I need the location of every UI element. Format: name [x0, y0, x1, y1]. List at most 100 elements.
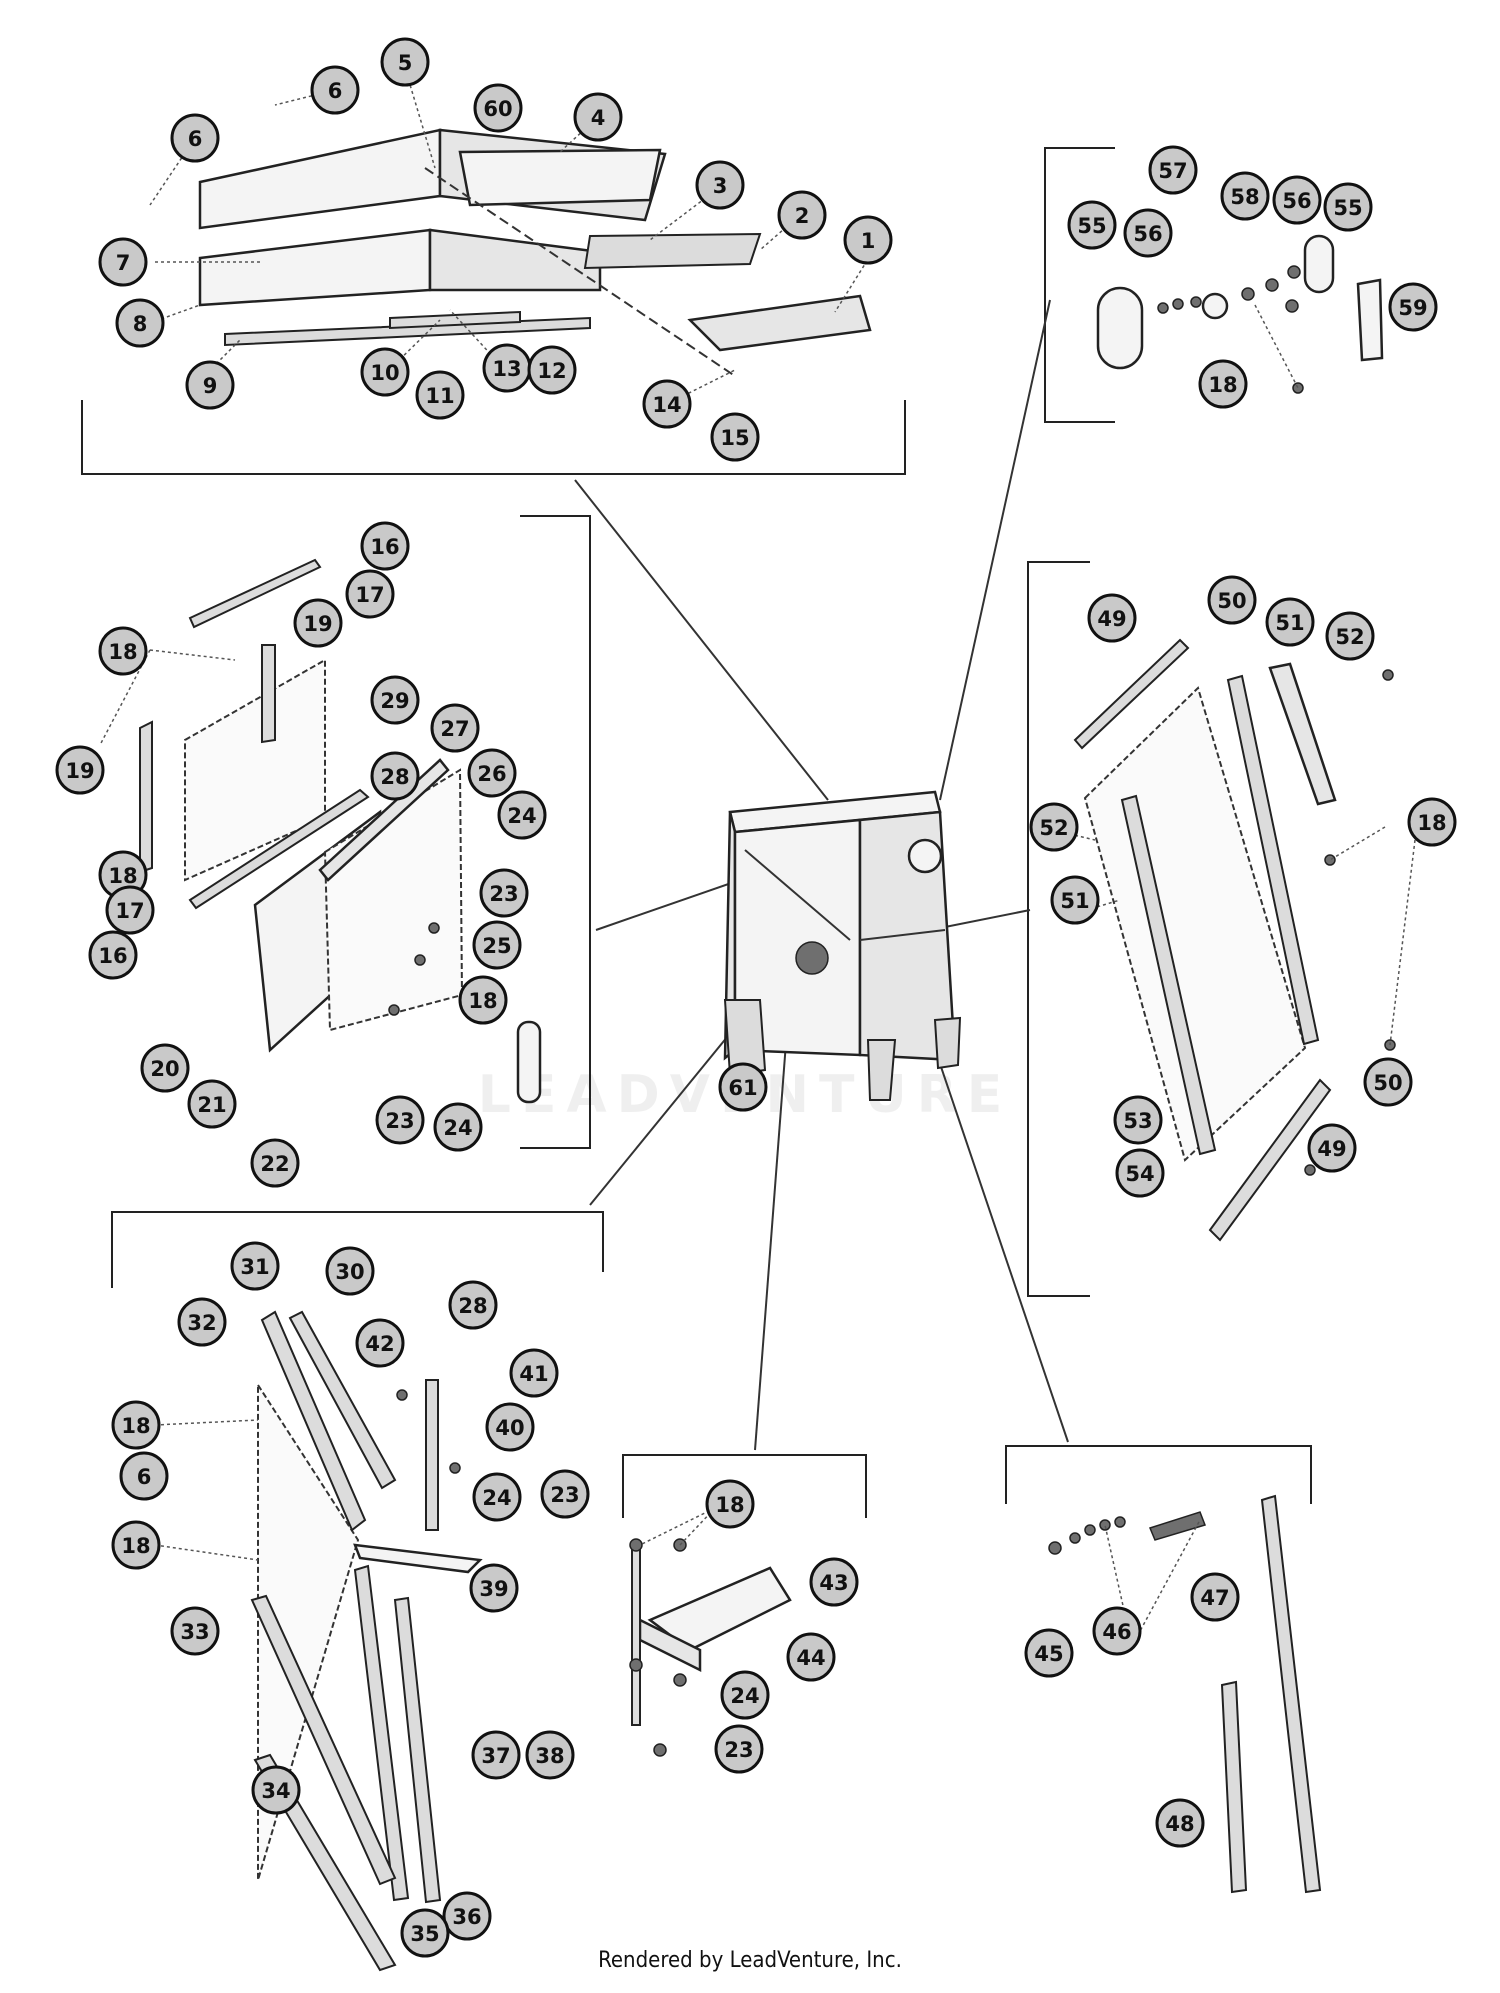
- callout-circle: [720, 1670, 770, 1720]
- callout-24: 24: [497, 790, 547, 840]
- callout-label: 24: [443, 1116, 472, 1140]
- callout-circle: [325, 1246, 375, 1296]
- bracket-bottom-left: [111, 1211, 604, 1288]
- callout-circle: [471, 1730, 521, 1780]
- callout-18: 18: [1198, 359, 1248, 409]
- callout-16: 16: [88, 930, 138, 980]
- callout-23: 23: [540, 1469, 590, 1519]
- callout-label: 27: [440, 717, 469, 741]
- callout-24: 24: [720, 1670, 770, 1720]
- callout-circle: [1307, 1123, 1357, 1173]
- callout-32: 32: [177, 1297, 227, 1347]
- callout-23: 23: [714, 1724, 764, 1774]
- callout-53: 53: [1113, 1095, 1163, 1145]
- callout-circle: [479, 868, 529, 918]
- callout-circle: [88, 930, 138, 980]
- callout-60: 60: [473, 83, 523, 133]
- callout-label: 30: [335, 1260, 364, 1284]
- callout-label: 18: [121, 1534, 150, 1558]
- callout-37: 37: [471, 1730, 521, 1780]
- callout-label: 10: [370, 361, 399, 385]
- callout-label: 18: [715, 1493, 744, 1517]
- callout-circle: [473, 83, 523, 133]
- callout-6: 6: [310, 65, 360, 115]
- callout-label: 4: [591, 106, 606, 130]
- callout-circle: [485, 1402, 535, 1452]
- front-door-drawing: [250, 1310, 483, 1972]
- roof-section-drawing: [198, 128, 872, 377]
- callout-circle: [1155, 1798, 1205, 1848]
- callout-circle: [98, 237, 148, 287]
- callout-label: 18: [108, 864, 137, 888]
- callout-circle: [695, 160, 745, 210]
- callout-circle: [170, 113, 220, 163]
- callout-46: 46: [1092, 1606, 1142, 1656]
- callout-23: 23: [479, 868, 529, 918]
- callout-18: 18: [111, 1520, 161, 1570]
- callout-52: 52: [1325, 611, 1375, 661]
- callout-18: 18: [111, 1400, 161, 1450]
- callout-label: 51: [1275, 611, 1304, 635]
- callout-33: 33: [170, 1606, 220, 1656]
- callout-circle: [1388, 282, 1438, 332]
- callout-56: 56: [1272, 175, 1322, 225]
- callout-label: 38: [535, 1744, 564, 1768]
- callout-12: 12: [527, 345, 577, 395]
- callout-label: 20: [150, 1057, 179, 1081]
- callout-48: 48: [1155, 1798, 1205, 1848]
- callout-49: 49: [1307, 1123, 1357, 1173]
- callout-label: 61: [728, 1076, 757, 1100]
- callout-circle: [1067, 200, 1117, 250]
- callout-label: 40: [495, 1416, 524, 1440]
- callout-circle: [185, 360, 235, 410]
- callout-label: 22: [260, 1152, 289, 1176]
- callout-label: 49: [1317, 1137, 1346, 1161]
- callout-circle: [415, 370, 465, 420]
- callout-circle: [705, 1479, 755, 1529]
- callout-circle: [187, 1079, 237, 1129]
- callout-label: 47: [1200, 1586, 1229, 1610]
- callout-circle: [251, 1765, 301, 1815]
- callout-circle: [472, 1472, 522, 1522]
- callout-18: 18: [98, 626, 148, 676]
- callout-circle: [472, 920, 522, 970]
- callout-label: 11: [425, 384, 454, 408]
- callout-59: 59: [1388, 282, 1438, 332]
- callout-circle: [777, 190, 827, 240]
- callout-label: 55: [1333, 196, 1362, 220]
- bracket-bottom-center: [622, 1454, 867, 1518]
- callout-19: 19: [293, 598, 343, 648]
- callout-label: 60: [483, 97, 512, 121]
- callout-circle: [433, 1102, 483, 1152]
- callout-circle: [469, 1563, 519, 1613]
- callout-24: 24: [433, 1102, 483, 1152]
- callout-label: 57: [1158, 159, 1187, 183]
- callout-47: 47: [1190, 1572, 1240, 1622]
- bracket-mid-right: [1027, 561, 1090, 1297]
- callout-circle: [345, 569, 395, 619]
- callout-circle: [360, 521, 410, 571]
- callout-15: 15: [710, 412, 760, 462]
- callout-circle: [430, 703, 480, 753]
- callout-label: 50: [1217, 589, 1246, 613]
- callout-circle: [370, 675, 420, 725]
- callout-label: 33: [180, 1620, 209, 1644]
- callout-18: 18: [705, 1479, 755, 1529]
- rear-door-drawing: [139, 558, 542, 1104]
- side-window-drawing: [1073, 638, 1396, 1242]
- callout-circle: [111, 1400, 161, 1450]
- callout-label: 7: [116, 251, 131, 275]
- callout-circle: [140, 1043, 190, 1093]
- callout-label: 8: [133, 312, 148, 336]
- callout-25: 25: [472, 920, 522, 970]
- callout-label: 36: [452, 1905, 481, 1929]
- callout-label: 35: [410, 1922, 439, 1946]
- callout-circle: [573, 92, 623, 142]
- callout-57: 57: [1148, 145, 1198, 195]
- callout-circle: [380, 37, 430, 87]
- callout-circle: [1190, 1572, 1240, 1622]
- callout-6: 6: [119, 1451, 169, 1501]
- callout-label: 17: [115, 899, 144, 923]
- callout-circle: [360, 347, 410, 397]
